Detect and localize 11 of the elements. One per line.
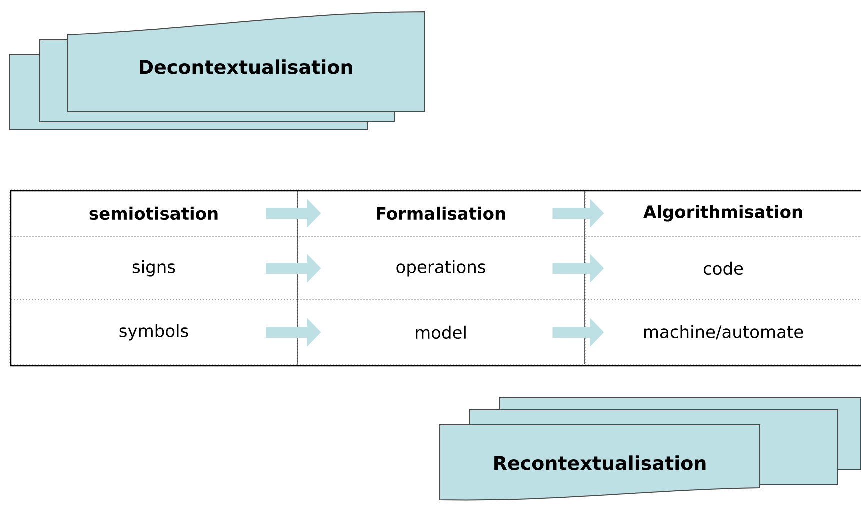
document-stack: Recontextualisation [440, 398, 861, 501]
table-cell: semiotisation [10, 190, 298, 238]
table-cell: code [585, 236, 861, 300]
table-cell: machine/automate [585, 300, 861, 366]
table-frame [10, 190, 861, 367]
table-cell: model [297, 300, 585, 366]
table-cell: signs [10, 236, 298, 300]
table-cell: Formalisation [297, 190, 585, 238]
table-cell: symbols [10, 300, 298, 366]
table-cell: operations [297, 236, 585, 300]
document-stack: Decontextualisation [10, 12, 426, 130]
